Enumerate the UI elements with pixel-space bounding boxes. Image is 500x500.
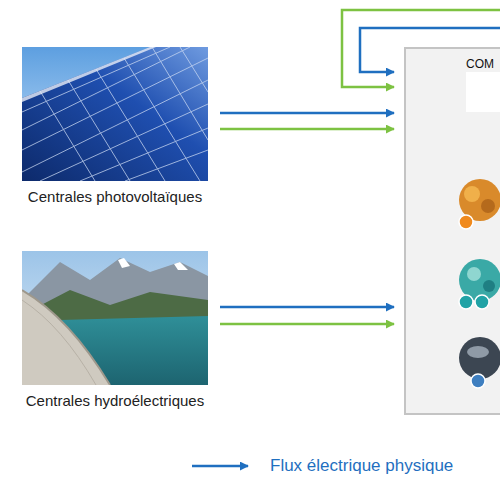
solar-photo <box>22 47 208 181</box>
flow-arrow <box>220 112 394 115</box>
platform-panel: COM <box>404 47 500 415</box>
white-card <box>466 72 500 112</box>
flow-arrow <box>220 128 394 131</box>
flow-arrow <box>220 306 394 309</box>
plant-photo-box: Centrales hydroélectriques <box>20 251 210 410</box>
panel-ground <box>404 47 500 415</box>
flow-arrow <box>220 323 394 326</box>
legend-label: Flux électrique physique <box>270 456 453 476</box>
dam-photo <box>22 251 208 385</box>
legend: Flux électrique physique <box>190 454 453 478</box>
plant-photo-box: Centrales photovoltaïques <box>20 47 210 206</box>
legend-row: Flux électrique physique <box>190 454 453 478</box>
category-icons <box>459 179 500 388</box>
legend-line-sample <box>190 454 252 478</box>
panel-heading: COM <box>466 57 500 71</box>
plant-caption: Centrales hydroélectriques <box>20 392 210 410</box>
plant-caption: Centrales photovoltaïques <box>20 188 210 206</box>
